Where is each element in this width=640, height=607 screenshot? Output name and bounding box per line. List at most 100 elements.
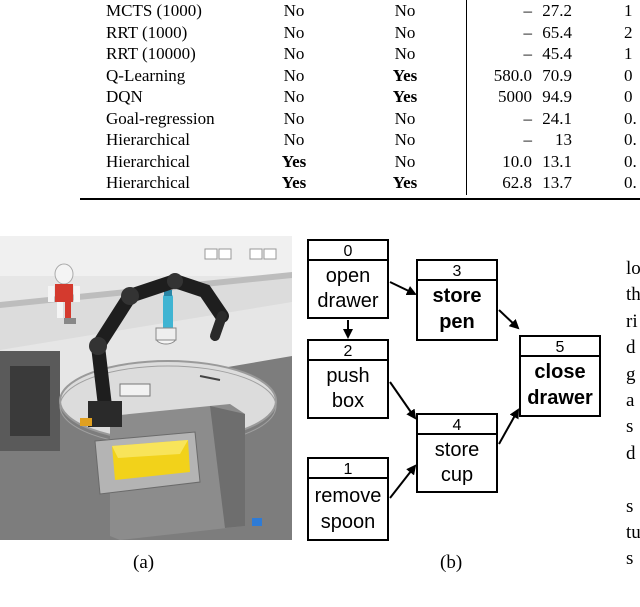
robot-arm <box>80 273 229 427</box>
task-node-4: 4 store cup <box>416 413 498 493</box>
col-d-cell: 13 <box>555 130 572 149</box>
col-d-cell: 70.9 <box>542 65 572 85</box>
col-b-cell: Yes <box>392 65 418 85</box>
task-node-2-line-2: box <box>332 390 364 412</box>
task-node-5: 5 close drawer <box>519 335 601 417</box>
col-e-cell: 1 <box>624 1 633 20</box>
method-cell: RRT (1000) <box>106 22 188 42</box>
col-e-cell: 1 <box>624 44 633 63</box>
col-a-cell: Yes <box>281 173 307 192</box>
task-node-5-line-2: drawer <box>527 387 593 409</box>
body-text-fragment: d <box>626 337 636 359</box>
col-d-cell: 13.1 <box>542 151 572 171</box>
col-b-cell: No <box>394 44 416 63</box>
method-cell: MCTS (1000) <box>106 1 202 20</box>
col-a-cell: No <box>283 65 305 85</box>
col-b-cell: No <box>394 130 416 149</box>
col-c-cell: 5000 <box>498 87 532 106</box>
body-text-fragment: s <box>626 495 634 517</box>
task-node-2-id: 2 <box>344 343 353 360</box>
body-text-fragment: tu <box>626 522 640 543</box>
edge-3-to-5 <box>498 309 520 330</box>
task-node-1-line-2: spoon <box>321 511 376 533</box>
col-a-cell: No <box>283 1 305 20</box>
method-cell: Hierarchical <box>106 151 190 171</box>
task-node-4-id: 4 <box>453 417 462 434</box>
col-c-cell: 62.8 <box>502 173 532 192</box>
body-text-fragment: ri <box>626 310 638 332</box>
method-cell: DQN <box>106 87 143 106</box>
task-node-4-line-1: store <box>435 439 479 461</box>
table-row: MCTS (1000) No No –27.2 1 <box>0 0 640 21</box>
task-dependency-diagram: 0 open drawer 2 push box 1 remove spoon … <box>307 239 601 541</box>
wall-sockets <box>204 248 277 260</box>
col-e-cell: 0. <box>624 173 637 192</box>
col-a-cell: No <box>283 22 305 42</box>
edge-2-to-4 <box>389 381 417 420</box>
table-bottom-rule <box>80 198 640 200</box>
task-node-5-id: 5 <box>556 339 565 356</box>
col-d-cell: 13.7 <box>542 173 572 192</box>
table-objects <box>119 290 221 397</box>
task-node-5-line-1: close <box>534 361 585 383</box>
method-cell: Hierarchical <box>106 173 190 192</box>
body-text-fragment: g <box>626 363 636 385</box>
body-text-fragment: a <box>626 390 635 411</box>
task-node-3: 3 store pen <box>416 259 498 341</box>
col-e-cell: 0. <box>624 151 637 171</box>
col-b-cell: No <box>394 22 416 42</box>
task-node-4-line-2: cup <box>441 464 473 486</box>
caption-b: (b) <box>440 552 463 573</box>
col-a-cell: Yes <box>281 151 307 171</box>
col-b-cell: No <box>394 1 416 20</box>
body-text-fragment: s <box>626 548 634 570</box>
robot-photo <box>0 236 292 540</box>
task-node-0-line-1: open <box>326 265 371 287</box>
col-e-cell: 0 <box>624 65 633 85</box>
task-node-1-line-1: remove <box>315 485 382 507</box>
edge-0-to-3 <box>389 281 417 296</box>
col-e-cell: 0 <box>624 87 633 106</box>
col-a-cell: No <box>283 108 305 128</box>
col-c-cell: – <box>523 130 533 149</box>
col-e-cell: 0. <box>624 108 637 128</box>
col-c-cell: 10.0 <box>502 151 532 171</box>
body-text-fragment: s <box>626 416 634 438</box>
edge-4-to-5 <box>498 408 519 445</box>
col-d-cell: 24.1 <box>542 108 572 128</box>
col-d-cell: 65.4 <box>542 22 572 42</box>
body-text-fragment: lo <box>626 258 640 279</box>
task-node-0-id: 0 <box>344 243 353 260</box>
table-row: Hierarchical Yes No 10.0 13.1 0. <box>0 151 640 172</box>
table-column-divider <box>466 0 467 195</box>
task-node-3-id: 3 <box>453 263 462 280</box>
edge-1-to-4 <box>389 464 417 499</box>
task-node-0-line-2: drawer <box>317 290 378 312</box>
task-node-3-line-1: store <box>433 285 482 307</box>
caption-a: (a) <box>133 552 155 573</box>
col-a-cell: No <box>283 87 305 106</box>
col-d-cell: 45.4 <box>542 44 572 63</box>
col-b-cell: Yes <box>392 87 418 106</box>
col-a-cell: No <box>283 130 305 149</box>
col-b-cell: No <box>394 108 416 128</box>
col-e-cell: 0. <box>624 130 637 149</box>
col-c-cell: – <box>523 1 533 20</box>
body-text-fragment: th <box>626 284 640 306</box>
task-node-2: 2 push box <box>307 339 389 419</box>
col-c-cell: – <box>523 44 533 63</box>
body-text-fragment: d <box>626 442 636 464</box>
col-d-cell: 27.2 <box>542 1 572 20</box>
col-c-cell: 580.0 <box>493 65 532 85</box>
col-e-cell: 2 <box>624 22 633 42</box>
col-b-cell: No <box>394 151 416 171</box>
method-cell: Goal-regression <box>106 108 215 128</box>
